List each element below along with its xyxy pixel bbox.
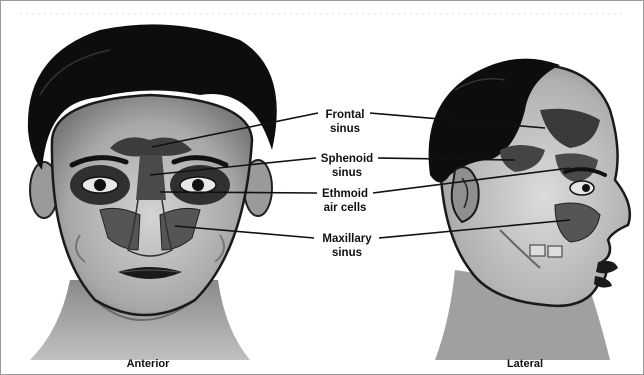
label-sphenoid-line1: Sphenoid xyxy=(321,153,373,165)
label-ethmoid-line2: air cells xyxy=(324,202,367,214)
label-maxillary-line1: Maxillary xyxy=(322,233,372,245)
label-frontal-line1: Frontal xyxy=(326,109,365,121)
caption-anterior: Anterior xyxy=(127,358,171,370)
label-sphenoid-line2: sinus xyxy=(332,167,362,179)
label-ethmoid-line1: Ethmoid xyxy=(322,188,368,200)
ethmoid-leader-anterior xyxy=(160,192,317,193)
caption-lateral: Lateral xyxy=(507,358,543,370)
label-frontal-line2: sinus xyxy=(330,123,360,135)
label-maxillary-line2: sinus xyxy=(332,247,362,259)
